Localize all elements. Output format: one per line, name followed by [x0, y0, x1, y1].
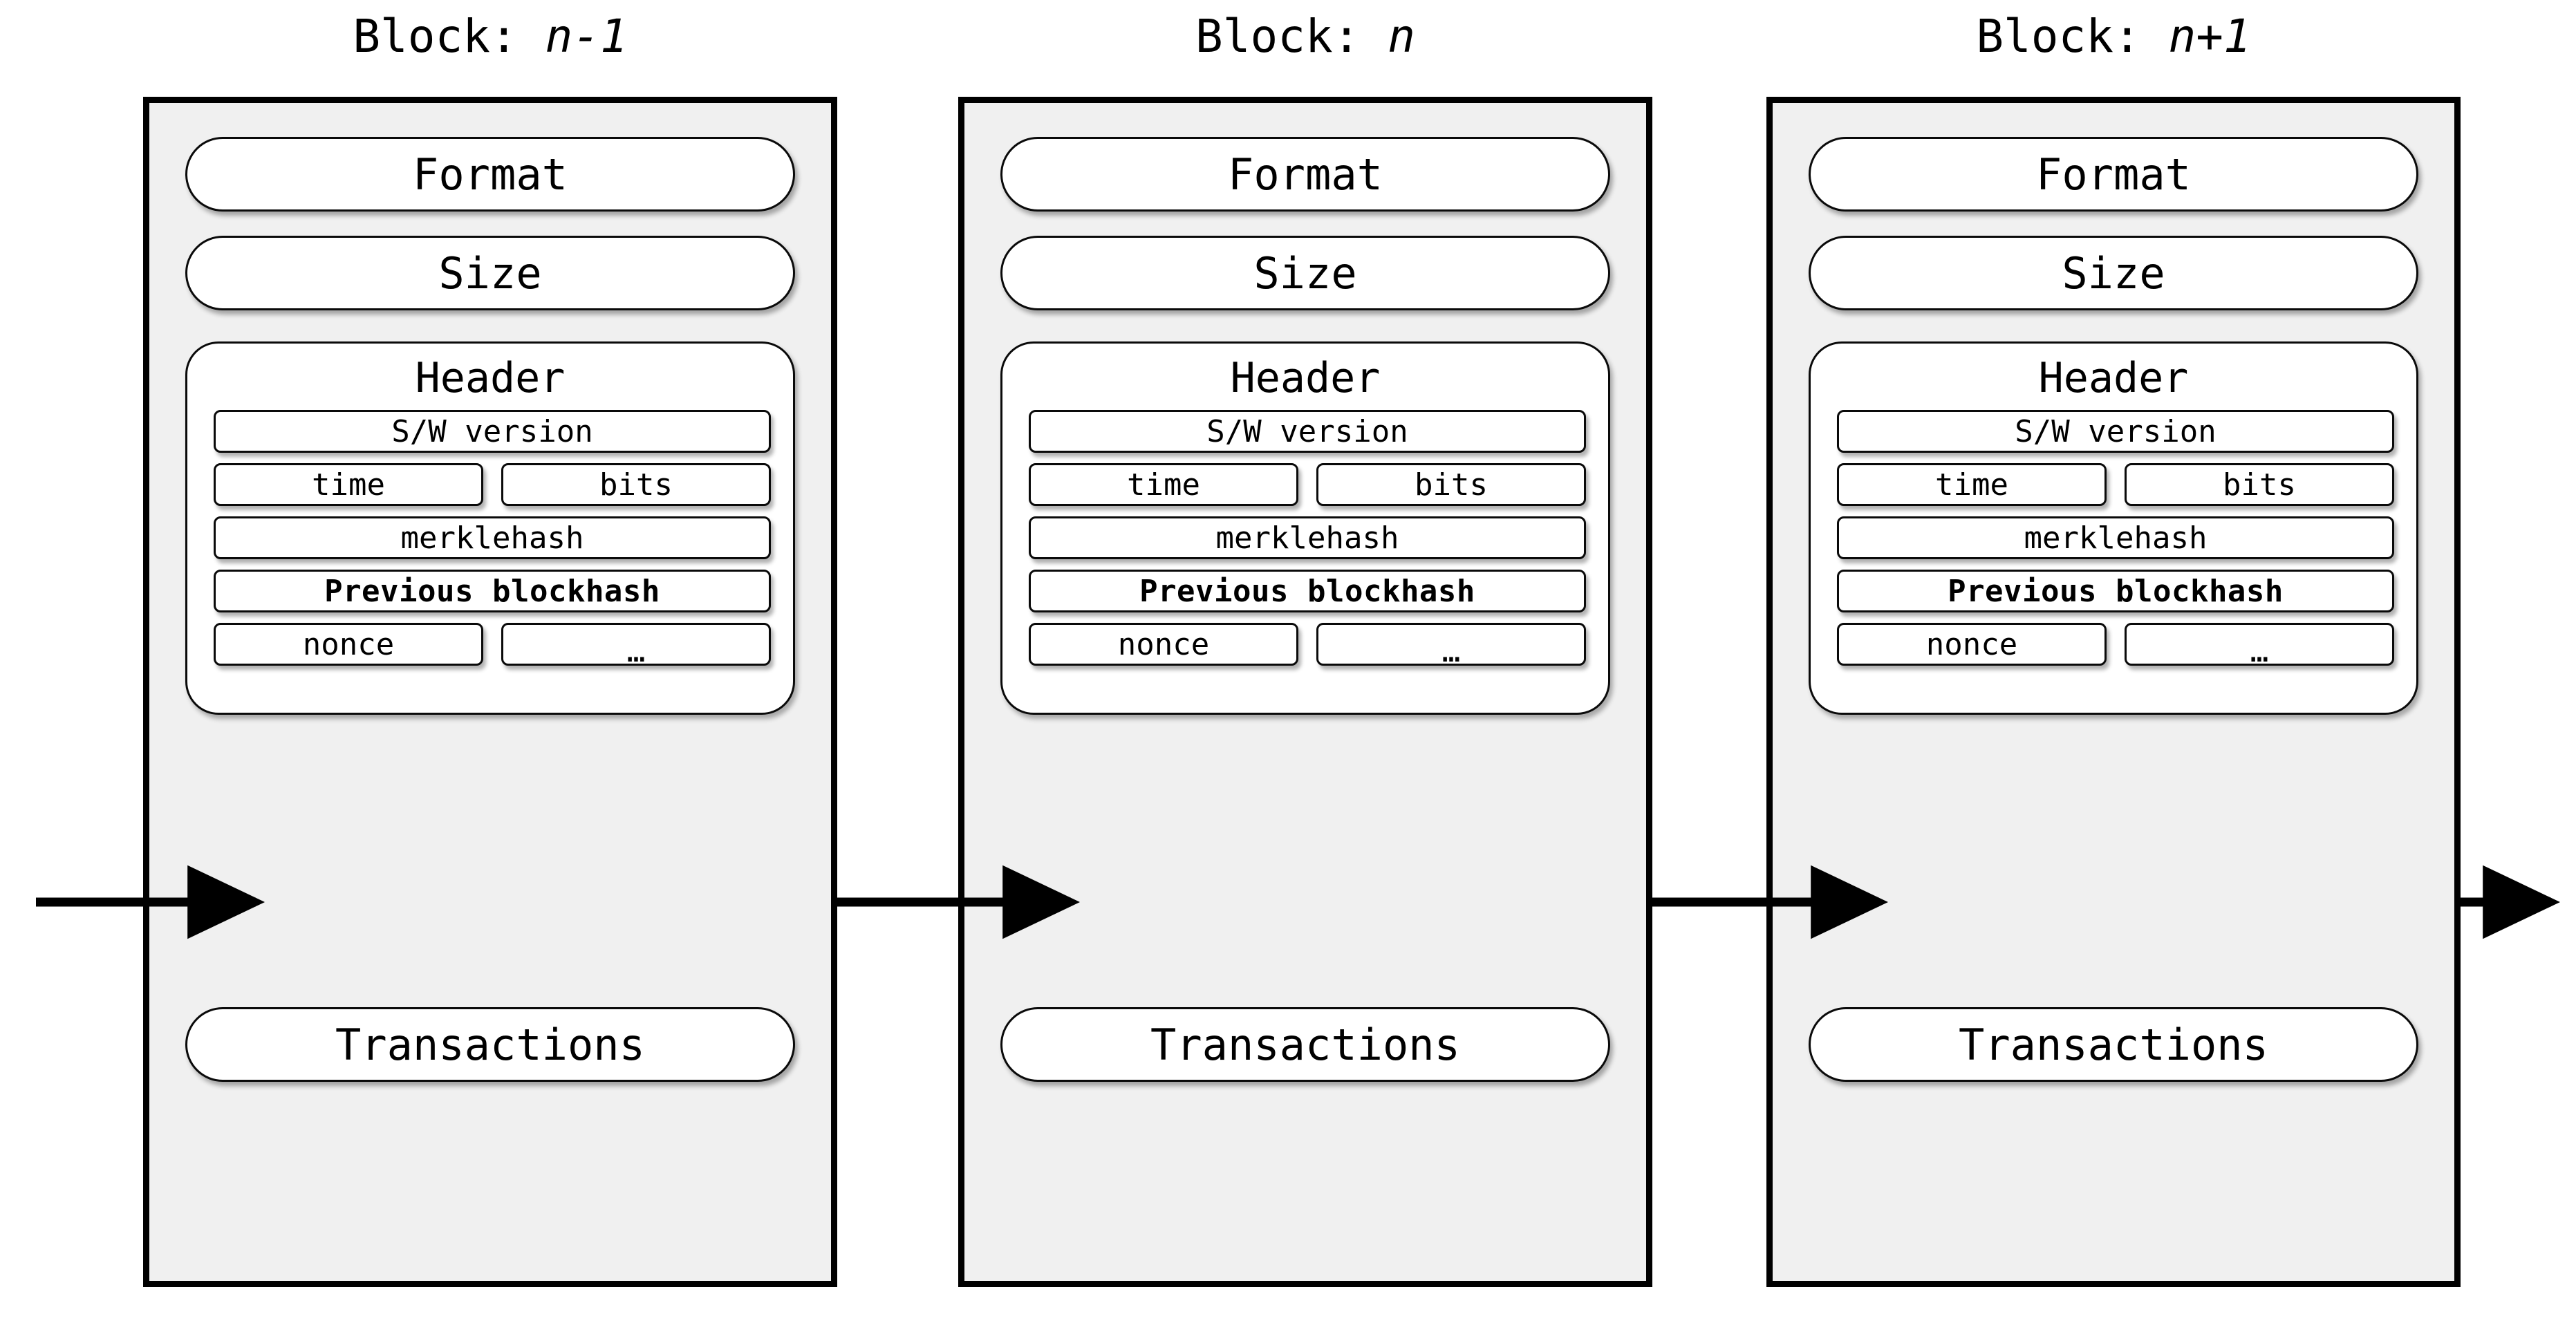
field-row-sw-version: S/W version: [1029, 410, 1586, 453]
size-field[interactable]: Size: [185, 236, 795, 310]
size-field[interactable]: Size: [1809, 236, 2418, 310]
previous-blockhash-field[interactable]: Previous blockhash: [1837, 570, 2394, 612]
header-label: Header: [415, 354, 566, 402]
field-row-nonce-more: nonce …: [214, 623, 771, 667]
transactions-field[interactable]: Transactions: [1000, 1007, 1610, 1082]
block-title-n-minus-1: Block: n-1: [143, 10, 837, 64]
field-row-nonce-more: nonce …: [1837, 623, 2394, 667]
block-title-prefix: Block:: [1976, 10, 2169, 63]
sw-version-field[interactable]: S/W version: [1837, 410, 2394, 453]
header-label: Header: [1230, 354, 1381, 402]
more-fields-ellipsis[interactable]: …: [501, 623, 771, 667]
block-column-n: Block: n Format Size Header S/W version …: [958, 0, 1652, 1321]
format-field[interactable]: Format: [1000, 137, 1610, 212]
merklehash-field[interactable]: merklehash: [1837, 516, 2394, 559]
bits-field[interactable]: bits: [1316, 463, 1586, 506]
header-container: Header S/W version time bits merklehash …: [1000, 341, 1610, 715]
block-container-n: Format Size Header S/W version time bits…: [958, 97, 1652, 1287]
previous-blockhash-field[interactable]: Previous blockhash: [214, 570, 771, 612]
time-field[interactable]: time: [214, 463, 483, 506]
field-row-nonce-more: nonce …: [1029, 623, 1586, 667]
merklehash-field[interactable]: merklehash: [214, 516, 771, 559]
sw-version-field[interactable]: S/W version: [1029, 410, 1586, 453]
field-row-sw-version: S/W version: [1837, 410, 2394, 453]
block-column-n-plus-1: Block: n+1 Format Size Header S/W versio…: [1766, 0, 2461, 1321]
more-fields-ellipsis[interactable]: …: [1316, 623, 1586, 667]
header-container: Header S/W version time bits merklehash …: [1809, 341, 2418, 715]
block-title-n-plus-1: Block: n+1: [1766, 10, 2461, 64]
time-field[interactable]: time: [1837, 463, 2107, 506]
previous-blockhash-field[interactable]: Previous blockhash: [1029, 570, 1586, 612]
nonce-field[interactable]: nonce: [214, 623, 483, 666]
block-container-n-minus-1: Format Size Header S/W version time bits…: [143, 97, 837, 1287]
field-row-time-bits: time bits: [1029, 463, 1586, 506]
merklehash-field[interactable]: merklehash: [1029, 516, 1586, 559]
header-container: Header S/W version time bits merklehash …: [185, 341, 795, 715]
header-label: Header: [2038, 354, 2189, 402]
nonce-field[interactable]: nonce: [1029, 623, 1298, 666]
field-row-merklehash: merklehash: [1837, 516, 2394, 559]
block-title-var: n: [1388, 10, 1415, 63]
time-field[interactable]: time: [1029, 463, 1298, 506]
field-row-merklehash: merklehash: [214, 516, 771, 559]
sw-version-field[interactable]: S/W version: [214, 410, 771, 453]
block-title-var: n+1: [2168, 10, 2251, 63]
block-container-n-plus-1: Format Size Header S/W version time bits…: [1766, 97, 2461, 1287]
field-row-time-bits: time bits: [214, 463, 771, 506]
size-field[interactable]: Size: [1000, 236, 1610, 310]
block-title-n: Block: n: [958, 10, 1652, 64]
more-fields-ellipsis[interactable]: …: [2125, 623, 2394, 667]
field-row-time-bits: time bits: [1837, 463, 2394, 506]
nonce-field[interactable]: nonce: [1837, 623, 2107, 666]
block-column-n-minus-1: Block: n-1 Format Size Header S/W versio…: [143, 0, 837, 1321]
field-row-merklehash: merklehash: [1029, 516, 1586, 559]
format-field[interactable]: Format: [1809, 137, 2418, 212]
format-field[interactable]: Format: [185, 137, 795, 212]
header-fields: S/W version time bits merklehash Previou…: [1029, 410, 1586, 676]
field-row-previous-blockhash: Previous blockhash: [1029, 570, 1586, 612]
transactions-field[interactable]: Transactions: [185, 1007, 795, 1082]
field-row-previous-blockhash: Previous blockhash: [1837, 570, 2394, 612]
bits-field[interactable]: bits: [2125, 463, 2394, 506]
block-title-prefix: Block:: [1195, 10, 1388, 63]
field-row-previous-blockhash: Previous blockhash: [214, 570, 771, 612]
header-fields: S/W version time bits merklehash Previou…: [214, 410, 771, 676]
header-fields: S/W version time bits merklehash Previou…: [1837, 410, 2394, 676]
transactions-field[interactable]: Transactions: [1809, 1007, 2418, 1082]
field-row-sw-version: S/W version: [214, 410, 771, 453]
bits-field[interactable]: bits: [501, 463, 771, 506]
block-title-var: n-1: [545, 10, 628, 63]
block-title-prefix: Block:: [353, 10, 545, 63]
